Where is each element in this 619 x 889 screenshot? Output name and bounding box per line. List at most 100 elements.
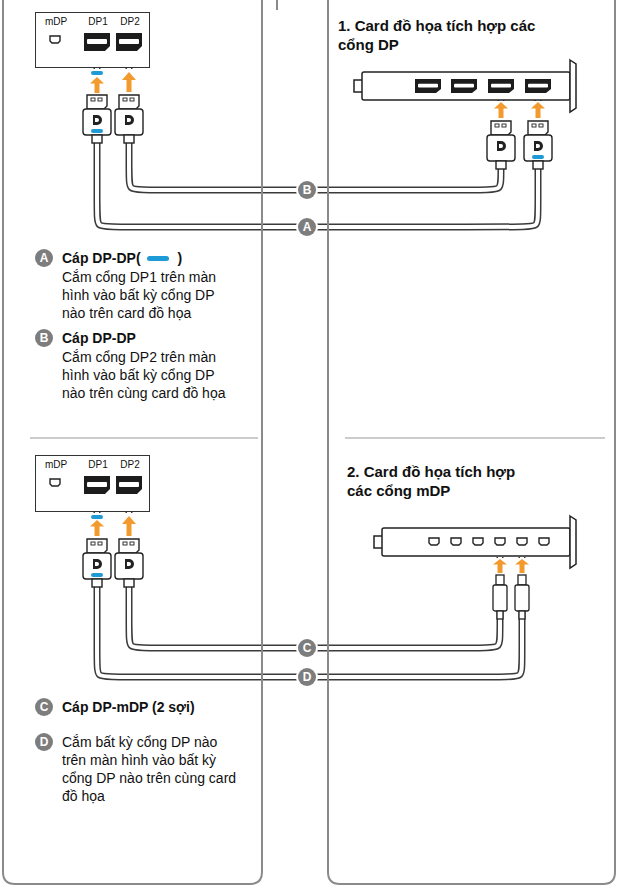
callout-letter: D (35, 733, 53, 751)
cable (97, 68, 538, 227)
callout-letter: A (35, 249, 53, 267)
card-dp-port (488, 79, 514, 93)
monitor-port (50, 476, 142, 494)
card-mdp-port (429, 538, 439, 545)
blue-mark (91, 129, 103, 133)
monitor-port (50, 36, 60, 43)
graphics-card (362, 72, 570, 100)
blue-mark (91, 573, 103, 577)
insert-arrow (90, 520, 104, 536)
cable-mask (491, 101, 511, 121)
mdp-plug (493, 575, 507, 619)
graphics-card (374, 516, 576, 568)
monitor-port (116, 476, 142, 494)
callout-letter: B (298, 181, 316, 199)
dp-plug (524, 121, 552, 169)
port-name: DP2 (120, 16, 139, 28)
card-mdp-port (517, 538, 527, 545)
card-dp-port (415, 79, 551, 93)
page-frame (328, 0, 615, 884)
dp-plug (83, 95, 111, 143)
port-name: DP2 (120, 459, 139, 471)
dp-plug (487, 121, 515, 169)
graphics-card (354, 60, 576, 112)
mdp-plug (515, 575, 529, 619)
cable-name: Cáp DP-mDP (2 sợi) (62, 698, 195, 716)
insert-arrow (531, 102, 545, 118)
dp-plug (115, 95, 143, 143)
graphics-card-group: 1. Card đồ họa tích hợp các cổng DP (338, 16, 600, 100)
blue-mark (91, 573, 103, 577)
blue-mark (91, 515, 103, 519)
graphics-card (570, 60, 576, 112)
callout-letter: D (298, 668, 316, 686)
divider-line (30, 438, 605, 439)
monitor-port (116, 33, 142, 51)
port-name: DP1 (88, 459, 107, 471)
card-dp-port (415, 79, 441, 93)
monitor-port (84, 33, 110, 51)
monitor-port (84, 476, 110, 494)
blue-mark-swatch (147, 256, 169, 261)
page-frame (276, 0, 278, 10)
monitor-port-panel: mDP DP1 DP2 (35, 12, 150, 68)
monitor-port (50, 479, 60, 486)
callout-letter: A (298, 218, 316, 236)
dp-plug (83, 95, 552, 169)
insert-arrow (493, 559, 507, 573)
cable-outline (97, 68, 538, 227)
port-name: DP1 (88, 16, 107, 28)
monitor-port-panel: mDP DP1 DP2 (35, 455, 150, 512)
card-heading: 1. Card đồ họa tích hợp các cổng DP (338, 16, 563, 54)
cable-name: Cáp DP-DP (62, 329, 136, 347)
port-name: mDP (45, 459, 67, 471)
callout-letter: B (35, 329, 53, 347)
cable-mask (514, 558, 530, 576)
monitor-port (50, 33, 142, 51)
cable-mask (492, 558, 508, 576)
blue-mark (532, 155, 544, 159)
card-mdp-port (429, 538, 549, 545)
graphics-card-group: 2. Card đồ họa tích hợp các cổng mDP (338, 462, 600, 557)
mdp-plug (493, 575, 529, 619)
cable-mask (119, 513, 139, 539)
cable-core (97, 68, 538, 227)
card-mdp-port (451, 538, 461, 545)
instruction-text: Cắm bất kỳ cổng DP nào trên màn hình vào… (62, 733, 242, 805)
blue-mark (91, 129, 544, 159)
insert-arrow (90, 77, 104, 93)
divider-line (345, 438, 605, 439)
dp-plug (115, 539, 143, 587)
insert-arrow (122, 72, 136, 92)
port-name: mDP (45, 16, 67, 28)
callout-letter: C (298, 639, 316, 657)
card-mdp-port (495, 538, 505, 545)
card-mdp-port (473, 538, 483, 545)
graphics-card (382, 528, 570, 556)
page-frame (3, 0, 615, 884)
blue-mark (91, 515, 103, 519)
insert-arrow (515, 559, 529, 573)
cable-name: ) (178, 249, 183, 267)
page-frame (3, 0, 262, 884)
instruction-text: Cắm cổng DP2 trên màn hình vào bất kỳ cổ… (62, 348, 237, 402)
callout-letter: C (35, 698, 53, 716)
card-dp-port (525, 79, 551, 93)
dp-plug (83, 539, 143, 587)
blue-mark (91, 71, 103, 75)
cable-mask (528, 101, 548, 121)
card-mdp-port (539, 538, 549, 545)
divider-line (30, 438, 258, 439)
cable-mask (87, 69, 107, 95)
graphics-card (570, 516, 576, 568)
card-heading: 2. Card đồ họa tích hợp các cổng mDP (347, 462, 532, 500)
insert-arrow (494, 102, 508, 118)
instruction-text: Cắm cổng DP1 trên màn hình vào bất kỳ cổ… (62, 268, 237, 322)
cable-mask (119, 69, 139, 95)
dp-plug (83, 539, 111, 587)
cable-mask (87, 513, 107, 539)
insert-arrow (122, 516, 136, 536)
blue-mark (91, 71, 103, 75)
card-dp-port (451, 79, 477, 93)
